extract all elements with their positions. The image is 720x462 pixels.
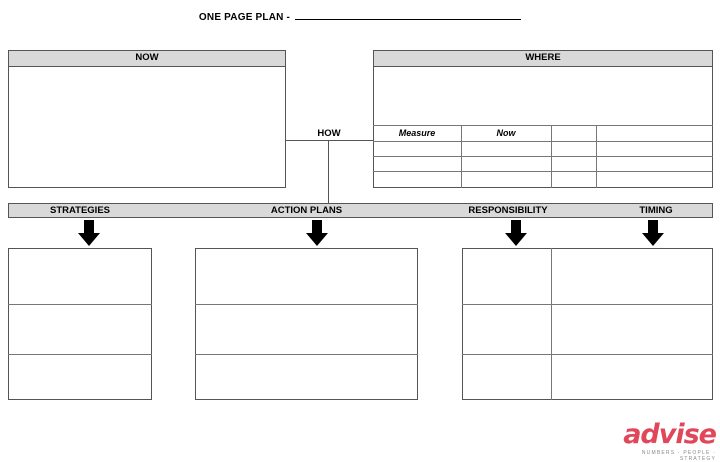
action-plans-header: ACTION PLANS xyxy=(270,205,343,216)
how-label: HOW xyxy=(317,128,341,139)
where-table-row-line-3 xyxy=(373,171,713,172)
where-box[interactable]: WHERE xyxy=(373,50,713,188)
responsibility-down-arrow-icon xyxy=(505,220,527,246)
now-box[interactable]: NOW xyxy=(8,50,286,188)
advise-logo: advise NUMBERS · PEOPLE · STRATEGY xyxy=(604,419,717,462)
strategies-header: STRATEGIES xyxy=(50,205,110,216)
where-table-row-line-1 xyxy=(373,141,713,142)
action-plans-row-line-2 xyxy=(195,354,418,355)
where-table-col-line-3 xyxy=(596,125,597,188)
responsibility-timing-box[interactable] xyxy=(462,248,713,400)
strategies-down-arrow-icon xyxy=(78,220,100,246)
how-vertical-line xyxy=(328,140,329,203)
where-table-row-line-2 xyxy=(373,156,713,157)
page-title-text: ONE PAGE PLAN - xyxy=(198,12,294,23)
responsibility-row-line-2 xyxy=(462,354,713,355)
advise-logo-tagline: NUMBERS · PEOPLE · STRATEGY xyxy=(641,450,716,462)
responsibility-row-line-1 xyxy=(462,304,713,305)
now-header: NOW xyxy=(9,51,285,67)
strategies-row-line-2 xyxy=(8,354,152,355)
measure-column-header: Measure xyxy=(398,128,436,138)
where-table-col-line-1 xyxy=(461,125,462,188)
where-table-top-line xyxy=(373,125,713,126)
now-column-header: Now xyxy=(496,128,516,138)
plan-header-strip xyxy=(8,203,713,218)
how-connector-line xyxy=(286,140,373,141)
responsibility-header: RESPONSIBILITY xyxy=(468,205,548,216)
page-title: ONE PAGE PLAN - xyxy=(0,10,720,23)
strategies-row-line-1 xyxy=(8,304,152,305)
action-plans-box[interactable] xyxy=(195,248,418,400)
action-plans-row-line-1 xyxy=(195,304,418,305)
strategies-box[interactable] xyxy=(8,248,152,400)
timing-header: TIMING xyxy=(639,205,673,216)
responsibility-timing-divider xyxy=(551,248,552,400)
plan-name-blank-line[interactable] xyxy=(295,10,522,20)
where-header: WHERE xyxy=(374,51,712,67)
action-plans-down-arrow-icon xyxy=(306,220,328,246)
timing-down-arrow-icon xyxy=(642,220,664,246)
where-table-col-line-2 xyxy=(551,125,552,188)
advise-logo-wordmark: advise xyxy=(623,419,717,450)
